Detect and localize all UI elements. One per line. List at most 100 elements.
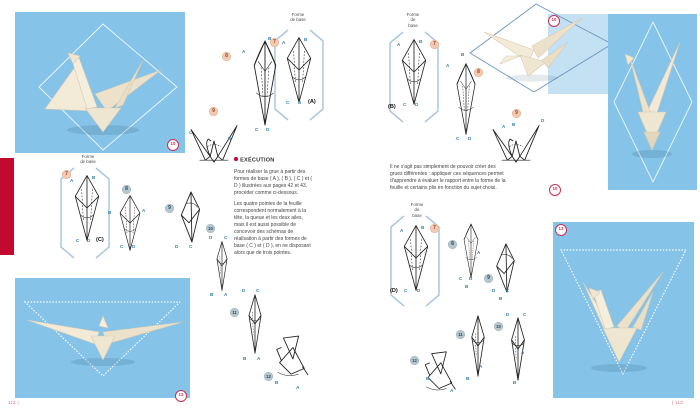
execution-paragraph-2: Les quatre pointes de la feuille corresp… xyxy=(234,200,311,256)
crane-photo xyxy=(38,23,178,151)
point-label: C xyxy=(189,244,193,249)
photo-step-badge: 13 xyxy=(555,224,567,236)
step-badge: 8 xyxy=(222,52,231,61)
step-badge: 7 xyxy=(430,40,439,49)
diagram-step-12d: 12 B A xyxy=(410,348,458,396)
point-label: D xyxy=(469,276,473,281)
photo-panel-crane-bottom-right: 13 xyxy=(553,222,694,398)
diagram-step-11c: 11 D C B A xyxy=(230,284,270,380)
point-label: D xyxy=(266,127,270,132)
execution-text: EXÉCUTION Pour réaliser la grue à partir… xyxy=(234,157,314,261)
origami-diagram xyxy=(488,118,544,164)
point-label: B xyxy=(275,380,279,385)
photo-panel-crane-bottom-left: 13 xyxy=(15,278,190,402)
step-badge: 9 xyxy=(484,274,493,283)
diagram-step-8b: 8 A B C D xyxy=(446,52,490,144)
point-label: D xyxy=(415,102,419,107)
crane-photo xyxy=(469,3,613,93)
step-badge: 11 xyxy=(230,308,239,317)
point-label: B xyxy=(512,122,516,127)
diagram-step-9c: 9 D C xyxy=(163,186,205,252)
intro-text: Il ne s'agit pas simplement de pouvoir c… xyxy=(390,164,508,196)
step-badge: 8 xyxy=(122,185,131,194)
origami-diagram xyxy=(177,190,203,244)
point-label: C xyxy=(286,100,290,105)
point-label: B xyxy=(426,376,430,381)
execution-paragraph-1: Pour réaliser la grue à partir des forme… xyxy=(234,168,313,196)
point-label: B xyxy=(466,376,470,381)
point-label: B xyxy=(421,225,425,230)
point-label: A xyxy=(397,42,401,47)
step-badge: 8 xyxy=(448,240,457,249)
step-badge: 10 xyxy=(494,322,503,331)
crane-photo xyxy=(560,249,687,376)
point-label: A xyxy=(282,40,286,45)
point-label: D xyxy=(132,244,136,249)
photo-step-badge: 10 xyxy=(549,184,561,196)
point-label: C xyxy=(256,288,260,293)
point-label: C xyxy=(76,238,80,243)
diagram-step-12c: 12 B A xyxy=(262,330,310,392)
origami-diagram xyxy=(209,240,235,292)
point-label: C xyxy=(459,276,463,281)
origami-diagram xyxy=(396,36,432,108)
diagram-step-10c: 10 D C B A xyxy=(200,222,240,306)
point-label: D xyxy=(298,100,302,105)
diagram-step-8c: 8 B A C D xyxy=(108,182,154,250)
point-label: B xyxy=(92,175,96,180)
origami-diagram xyxy=(492,242,518,294)
point-label: B xyxy=(108,210,112,215)
variant-label: (C) xyxy=(96,237,104,243)
point-label: C xyxy=(120,244,124,249)
point-label: C xyxy=(456,136,460,141)
step-badge: 12 xyxy=(264,372,273,381)
photo-panel-crane-top-left: 10 xyxy=(15,12,185,153)
point-label: C xyxy=(523,312,527,317)
point-label: B xyxy=(465,284,469,289)
crane-photo xyxy=(613,20,693,184)
step-badge: 7 xyxy=(430,224,439,233)
origami-diagram xyxy=(242,293,268,355)
point-label: D xyxy=(228,136,232,141)
point-label: B xyxy=(461,52,465,57)
origami-diagram xyxy=(248,38,282,128)
point-label: B xyxy=(210,292,214,297)
photo-step-badge: 10 xyxy=(548,15,560,27)
step-badge: 7 xyxy=(62,170,71,179)
step-badge: 11 xyxy=(456,330,465,339)
diagram-step-8a: 8 A B C D xyxy=(222,36,288,136)
point-label: D xyxy=(417,288,421,293)
point-label: B xyxy=(419,39,423,44)
point-label: A xyxy=(502,124,506,129)
page-number-left: 112 | xyxy=(8,400,19,405)
point-label: A xyxy=(521,350,525,355)
origami-diagram xyxy=(506,316,530,382)
point-label: B xyxy=(304,37,308,42)
diagram-step-11d: 11 A B xyxy=(456,312,494,386)
photo-panel-crane-right xyxy=(608,14,697,190)
step-badge: 7 xyxy=(270,38,279,47)
point-label: A xyxy=(70,178,74,183)
intro-paragraph: Il ne s'agit pas simplement de pouvoir c… xyxy=(390,164,506,191)
origami-diagram xyxy=(114,194,146,252)
photo-step-badge: 10 xyxy=(167,139,179,151)
step-badge: 12 xyxy=(410,356,419,365)
point-label: D xyxy=(242,288,246,293)
point-label: C xyxy=(506,288,510,293)
point-label: C xyxy=(224,235,228,240)
point-label: C xyxy=(255,127,259,132)
point-label: A xyxy=(142,208,146,213)
step-badge: 10 xyxy=(206,224,215,233)
point-label: A xyxy=(477,250,481,255)
point-label: C xyxy=(403,102,407,107)
point-label: D xyxy=(541,118,545,123)
origami-diagram xyxy=(466,314,490,378)
point-label: D xyxy=(468,136,472,141)
photo-step-badge: 13 xyxy=(175,390,187,402)
